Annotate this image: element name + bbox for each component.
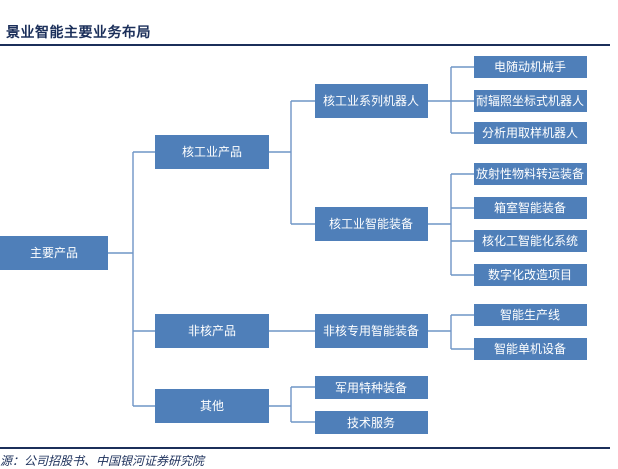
source-note: 源：公司招股书、中国银河证券研究院 (0, 454, 205, 468)
page-title: 景业智能主要业务布局 (6, 25, 151, 41)
node-nuclear-products: 核工业产品 (155, 135, 269, 169)
node-material-transfer: 放射性物料转运装备 (474, 163, 587, 185)
node-label: 核化工智能化系统 (482, 233, 578, 248)
node-sampling-robot: 分析用取样机器人 (474, 122, 587, 144)
node-non-nuclear-products: 非核产品 (155, 314, 269, 348)
bottom-divider (0, 447, 610, 449)
node-technical-services: 技术服务 (315, 411, 428, 434)
node-label: 核工业产品 (182, 145, 242, 159)
node-label: 放射性物料转运装备 (476, 166, 584, 181)
node-radiation-robot: 耐辐照坐标式机器人 (474, 90, 587, 112)
node-label: 核工业智能装备 (329, 216, 413, 231)
node-nuclear-robots: 核工业系列机器人 (315, 84, 428, 118)
node-military-equipment: 军用特种装备 (315, 376, 428, 399)
node-nuclear-smart-equipment: 核工业智能装备 (315, 207, 428, 241)
node-non-nuclear-equipment: 非核专用智能装备 (315, 314, 428, 348)
node-smart-single-device: 智能单机设备 (474, 338, 587, 360)
node-root-label: 主要产品 (30, 246, 78, 260)
node-smart-production-line: 智能生产线 (474, 304, 587, 326)
node-label: 军用特种装备 (335, 380, 407, 395)
node-other: 其他 (155, 389, 269, 423)
node-label: 智能生产线 (500, 307, 560, 322)
node-root: 主要产品 (0, 236, 108, 270)
node-label: 耐辐照坐标式机器人 (476, 93, 584, 108)
connectors (108, 66, 474, 423)
node-label: 箱室智能装备 (494, 200, 566, 215)
node-label: 数字化改造项目 (488, 267, 572, 282)
node-label: 智能单机设备 (494, 341, 566, 356)
node-label: 电随动机械手 (494, 59, 566, 74)
top-divider (0, 44, 610, 46)
node-label: 其他 (200, 399, 224, 413)
node-label: 非核专用智能装备 (323, 323, 419, 338)
node-label: 技术服务 (347, 415, 395, 430)
node-label: 非核产品 (188, 324, 236, 338)
node-servo-manipulator: 电随动机械手 (474, 56, 587, 78)
node-digital-retrofit: 数字化改造项目 (474, 264, 587, 286)
node-nuclear-chem-system: 核化工智能化系统 (474, 230, 587, 252)
node-label: 核工业系列机器人 (323, 94, 419, 108)
node-label: 分析用取样机器人 (482, 125, 578, 140)
node-box-equipment: 箱室智能装备 (474, 197, 587, 219)
